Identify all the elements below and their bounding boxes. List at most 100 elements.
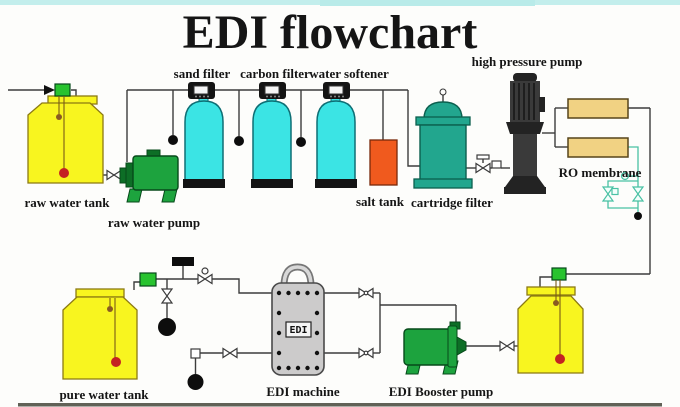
label-cartridge-filter: cartridge filter: [411, 195, 493, 210]
label-carbon-filter: carbon filter: [240, 66, 310, 81]
motor-cap: [513, 73, 537, 82]
pump-base: [504, 187, 546, 194]
label-sand-filter: sand filter: [174, 66, 231, 81]
control-valve-button: [270, 95, 272, 98]
pipe-segment: [133, 281, 140, 290]
edi-booster-pump: [403, 321, 467, 375]
teal-pipe-segment: [607, 180, 638, 187]
pipe-fitting-icon: [190, 348, 201, 359]
level-controller-box: [139, 272, 157, 287]
valve-icon: [160, 288, 174, 304]
labels: raw water tank raw water pump sand filte…: [25, 54, 642, 402]
pump-rear-band: [447, 325, 458, 368]
vessel-dome: [423, 101, 463, 120]
valve-icon: [601, 186, 615, 202]
salt-tank: [369, 139, 398, 186]
drain-ball: [187, 374, 204, 390]
valve-icon: [197, 273, 213, 285]
label-pure-water-tank: pure water tank: [59, 387, 149, 402]
teal-pipe-segment: [628, 146, 639, 187]
pump-body: [132, 155, 179, 191]
tank-body: [62, 296, 138, 380]
filter-base: [251, 179, 293, 188]
valve-knob-icon: [363, 350, 369, 356]
float-switch-dot: [555, 354, 565, 364]
pump-flare: [505, 176, 545, 187]
float-switch-dot: [107, 306, 113, 312]
carbon-filter: [251, 82, 293, 188]
vessel-base: [413, 178, 473, 189]
filter-vessel: [252, 100, 292, 182]
valve-handle-icon: [476, 154, 490, 160]
valves: [106, 154, 515, 359]
page-title: EDI flowchart: [183, 6, 478, 59]
sand-filter: [183, 82, 225, 188]
pipe-segment: [71, 89, 77, 98]
pure-water-tank: [62, 272, 157, 380]
valve-knob-icon: [363, 290, 369, 296]
level-controller-box: [54, 83, 71, 97]
pipe-segment: [212, 278, 272, 294]
valve-handle-icon: [201, 267, 209, 275]
filter-base: [183, 179, 225, 188]
control-valve-button: [334, 95, 336, 98]
drain-ball: [158, 318, 176, 336]
high-pressure-pump: [504, 73, 546, 194]
vessel-body: [419, 124, 467, 182]
edi-machine: EDI: [271, 263, 325, 376]
control-valve-button: [274, 95, 276, 98]
vent-knob-icon: [439, 88, 447, 96]
control-valve-button: [278, 95, 280, 98]
label-raw-water-tank: raw water tank: [25, 195, 111, 210]
filter-base: [315, 179, 357, 188]
valve-icon: [475, 162, 491, 174]
valve-actuator-icon: [611, 187, 619, 196]
control-valve-button: [338, 95, 340, 98]
label-high-pressure-pump: high pressure pump: [472, 54, 583, 69]
tank-lid: [75, 288, 125, 298]
control-valve-button: [207, 95, 209, 98]
control-valve-button: [203, 95, 205, 98]
sampling-dot: [234, 136, 244, 146]
pipe-segment: [539, 276, 552, 288]
sampling-dot: [296, 137, 306, 147]
pump-shoulder: [506, 122, 544, 134]
float-switch-dot: [111, 357, 121, 367]
label-edi-booster-pump: EDI Booster pump: [389, 384, 494, 399]
cartridge-filter: [413, 88, 473, 189]
raw-water-pump: [119, 149, 179, 203]
filter-vessel: [184, 100, 224, 182]
pump-nose: [456, 336, 467, 356]
control-valve-button: [330, 95, 332, 98]
control-valve-button: [195, 95, 197, 98]
teal-pipe-segment: [607, 201, 638, 209]
valve-icon: [222, 347, 238, 359]
sampling-dot: [168, 135, 178, 145]
membrane-vessel: [567, 137, 629, 158]
bottom-edge-strip: [18, 403, 662, 407]
motor-body: [510, 81, 540, 122]
motor-ribs: [513, 83, 535, 120]
label-ro-membrane: RO membrane: [559, 165, 642, 180]
control-valve-button: [342, 95, 344, 98]
control-valve-display: [328, 85, 344, 95]
edi-badge-plate: [285, 321, 312, 338]
label-edi-machine: EDI machine: [266, 384, 340, 399]
ro-water-tank: [517, 267, 584, 374]
label-salt-tank: salt tank: [356, 194, 405, 209]
raw-water-tank: [27, 83, 104, 184]
pressure-gauge-icon: [620, 171, 630, 181]
flow-meter-icon: [491, 160, 502, 169]
valve-icon: [106, 169, 122, 181]
label-raw-water-pump: raw water pump: [108, 215, 200, 230]
valve-icon: [499, 340, 515, 352]
junction-box: [539, 97, 545, 112]
pipes: [8, 89, 651, 374]
ro-concentrate-circuit: [601, 146, 645, 220]
label-water-softener: water softener: [309, 66, 389, 81]
valve-icon: [631, 186, 645, 202]
float-switch-dot: [553, 300, 559, 306]
control-valve-button: [199, 95, 201, 98]
